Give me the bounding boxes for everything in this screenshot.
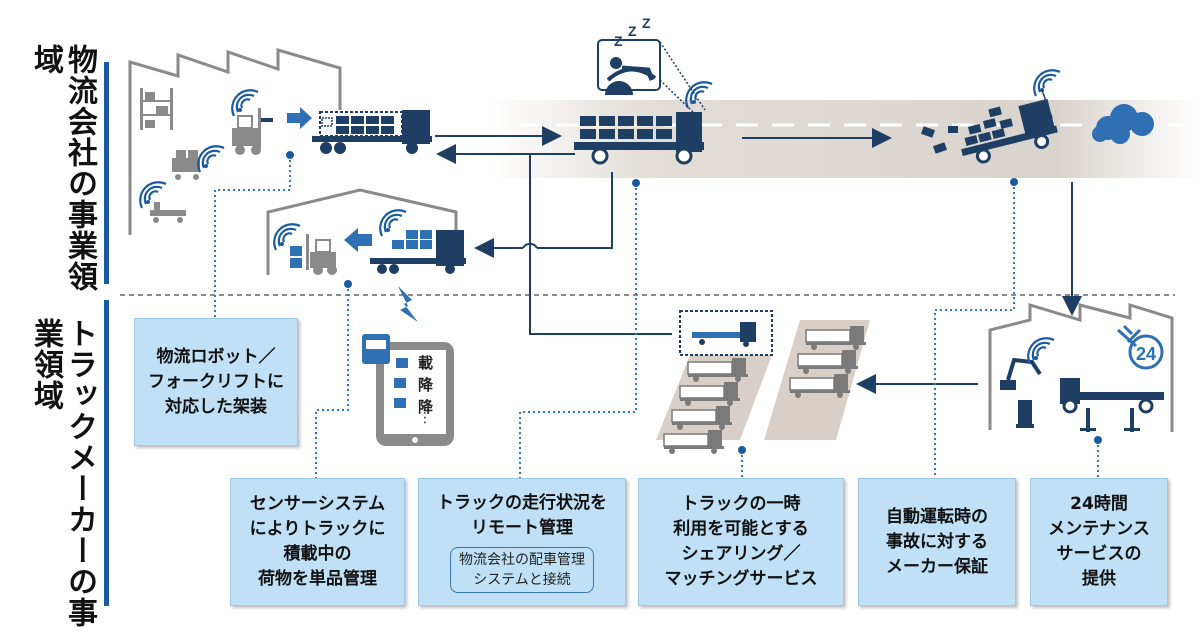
forklift-icon [306, 234, 337, 275]
box-line: 事故に対する [886, 531, 988, 552]
maker-guarantee-box: 自動運転時の 事故に対する メーカー保証 [858, 478, 1016, 606]
box-line: 物流ロボット／ [156, 346, 276, 367]
truck-loading [312, 110, 432, 154]
svg-text:Z: Z [614, 33, 623, 49]
truck-driving [574, 112, 704, 165]
sensor-system-box: センサーシステム によりトラックに 積載中の 荷物を単品管理 [230, 478, 405, 606]
dotted-connectors [214, 155, 1099, 478]
box-line: トラックの一時 [681, 494, 801, 514]
tablet-screen [384, 350, 446, 434]
maintenance-service-box: 24時間 メンテナンス サービスの 提供 [1030, 478, 1168, 606]
truck-accident [961, 98, 1058, 164]
cart-robot-icon [172, 150, 200, 180]
box-line: メーカー保証 [886, 556, 988, 577]
warehouse-bottom [266, 188, 458, 275]
24h-service-icon: 24 [1117, 324, 1164, 370]
truck-front-icon [362, 334, 390, 364]
agv-robot-icon [150, 202, 186, 223]
truck-unloading [370, 230, 466, 274]
box-line: 提供 [1082, 569, 1116, 589]
arrow-road-to-warehouse [537, 172, 613, 249]
wifi-icon [1033, 69, 1062, 98]
warehouse-top [128, 48, 342, 235]
selected-truck-frame [679, 310, 773, 356]
wifi-icon [231, 89, 260, 118]
sharing-matching-box: トラックの一時 利用を可能とする シェアリング／ マッチングサービス [638, 478, 844, 606]
forklift-icon [232, 108, 273, 155]
tablet-label-unload: 降 [418, 376, 434, 394]
top-section-bar [104, 62, 109, 284]
connector-dots [286, 151, 1102, 454]
box-line: 24時間 [1070, 494, 1128, 514]
box-line: 荷物を単品管理 [258, 569, 377, 589]
truck-in-service [1060, 378, 1164, 432]
box-line: フォークリフトに [148, 371, 284, 392]
box-line: トラックの走行状況を [437, 493, 607, 513]
sleeping-driver-icon: Z Z Z [597, 15, 706, 115]
box-line: によりトラックに [249, 519, 386, 539]
package-icons [394, 358, 408, 408]
shelf-icon [140, 88, 173, 130]
wifi-icon [197, 145, 226, 174]
robot-forklift-box: 物流ロボット／ フォークリフトに 対応した架装 [134, 318, 298, 446]
box-line: マッチングサービス [664, 569, 818, 589]
bottom-section-label: トラックメーカーの事業領域 [28, 318, 97, 628]
smoke-cloud-icon [1092, 104, 1154, 144]
remote-management-box: トラックの走行状況を リモート管理 物流会社の配車管理 システムと接続 [418, 478, 626, 606]
wireless-bolt-icon [398, 286, 418, 322]
tablet-more: ⋮ [418, 410, 432, 426]
svg-text:Z: Z [628, 23, 637, 39]
charging-station-icon [1016, 400, 1034, 428]
tablet-label-load: 載 [418, 354, 434, 372]
maintenance-facility [988, 302, 1174, 432]
robot-arm-icon [1000, 357, 1042, 390]
box-line: リモート管理 [471, 518, 573, 538]
24h-label: 24 [1136, 344, 1156, 364]
arrow-to-sharing [529, 154, 672, 335]
tablet-button [412, 437, 418, 443]
box-line: 積載中の [283, 544, 352, 564]
note-line: 物流会社の配車管理 [459, 552, 585, 568]
unload-arrow-left [344, 228, 372, 252]
box-line: 対応した架装 [165, 396, 267, 417]
load-arrow-right [287, 107, 312, 129]
box-line: メンテナンス [1048, 519, 1150, 539]
pallet-box [290, 246, 302, 256]
svg-text:Z: Z [642, 15, 651, 31]
box-line: 利用を可能とする [673, 519, 809, 539]
scattered-cargo-icon [920, 126, 958, 154]
note-line: システムと接続 [473, 572, 571, 588]
selected-truck [692, 322, 756, 347]
top-section-label: 物流会社の事業領域 [28, 44, 97, 292]
pallet-box [290, 258, 302, 268]
dispatch-system-note: 物流会社の配車管理 システムと接続 [450, 547, 594, 593]
box-line: シェアリング／ [681, 544, 801, 564]
wifi-icon [139, 181, 168, 210]
box-line: サービスの [1056, 544, 1142, 564]
box-line: センサーシステム [249, 494, 386, 514]
wifi-icon [379, 209, 408, 238]
tablet-label-unload: 降 [418, 398, 434, 416]
box-line: 自動運転時の [886, 506, 988, 527]
bottom-section-bar [104, 300, 109, 606]
antenna-line [1041, 89, 1053, 119]
